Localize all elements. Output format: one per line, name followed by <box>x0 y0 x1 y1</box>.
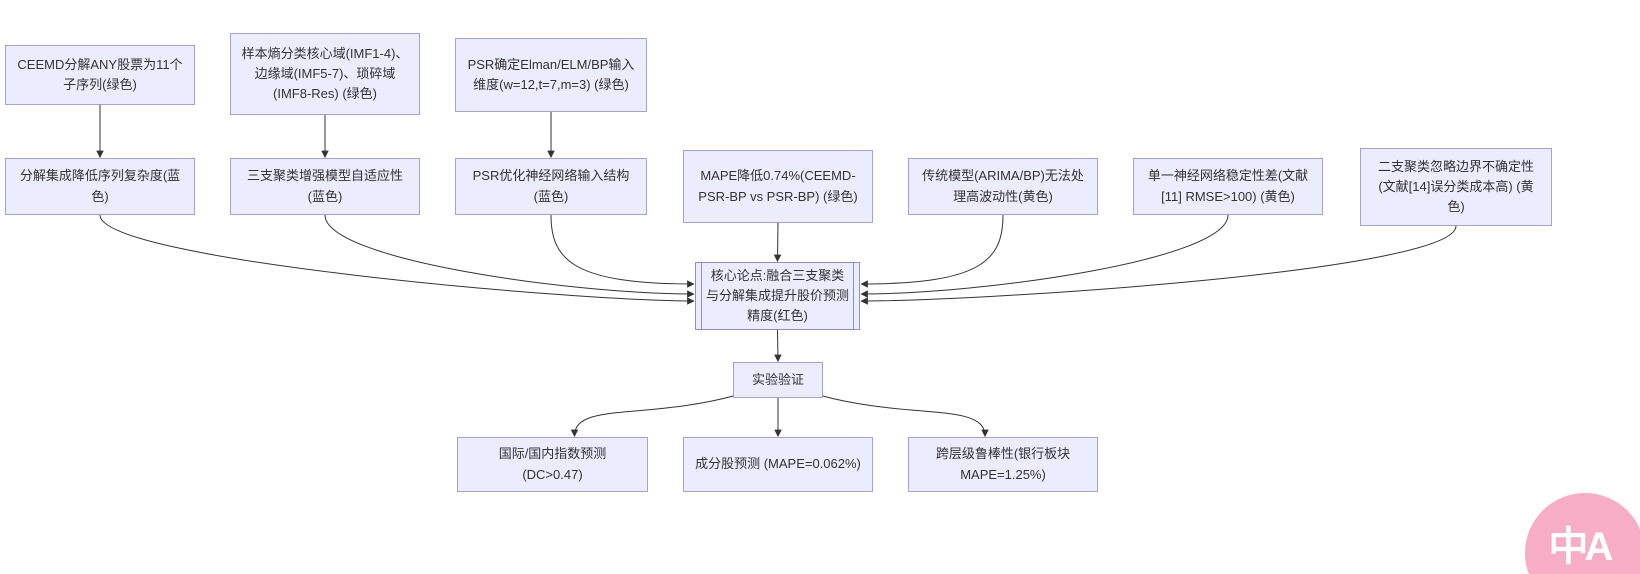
flowchart-node-r2c4: MAPE降低0.74%(CEEMD-PSR-BP vs PSR-BP) (绿色) <box>683 150 873 223</box>
flowchart-edge-r2c5-core <box>860 214 1004 288</box>
flowchart-node-r1c1: CEEMD分解ANY股票为11个子序列(绿色) <box>5 45 195 105</box>
flowchart-node-b1: 国际/国内指数预测 (DC>0.47) <box>457 437 648 492</box>
flowchart-edge-r2c4-core <box>773 222 782 263</box>
flowchart-edge-r2c3-core <box>550 214 695 288</box>
flowchart-node-r1c2: 样本熵分类核心域(IMF1-4)、边缘域(IMF5-7)、琐碎域(IMF8-Re… <box>230 33 420 115</box>
flowchart-node-r2c2: 三支聚类增强模型自适应性(蓝色) <box>230 158 420 215</box>
translate-badge[interactable]: 中A <box>1525 493 1640 574</box>
flowchart-edge-exp-b1 <box>570 394 738 438</box>
flowchart-edge-core-exp <box>774 329 782 363</box>
flowchart-edge-r2c7-core <box>860 225 1457 305</box>
flowchart-node-b3: 跨层级鲁棒性(银行板块 MAPE=1.25%) <box>908 437 1098 492</box>
flowchart-node-r2c3: PSR优化神经网络输入结构(蓝色) <box>455 158 647 215</box>
translate-badge-label: 中A <box>1548 525 1614 569</box>
flowchart-edge-r2c6-core <box>860 214 1229 298</box>
flowchart-node-r2c1: 分解集成降低序列复杂度(蓝色) <box>5 158 195 215</box>
flowchart-node-r2c7: 二支聚类忽略边界不确定性 (文献[14]误分类成本高) (黄色) <box>1360 148 1552 226</box>
flowchart-node-exp: 实验验证 <box>733 362 823 398</box>
flowchart-node-r2c5: 传统模型(ARIMA/BP)无法处理高波动性(黄色) <box>908 158 1098 215</box>
flowchart-node-b2: 成分股预测 (MAPE=0.062%) <box>683 437 873 492</box>
flowchart-node-r1c3: PSR确定Elman/ELM/BP输入维度(w=12,t=7,m=3) (绿色) <box>455 38 647 112</box>
flowchart-edge-r2c2-core <box>324 214 695 298</box>
flowchart-edge-r2c1-core <box>99 214 695 305</box>
flowchart-edge-exp-b3 <box>818 394 989 438</box>
flowchart-node-core: 核心论点:融合三支聚类与分解集成提升股价预测精度(红色) <box>695 262 860 330</box>
flowchart-node-r2c6: 单一神经网络稳定性差(文献[11] RMSE>100) (黄色) <box>1133 158 1323 215</box>
